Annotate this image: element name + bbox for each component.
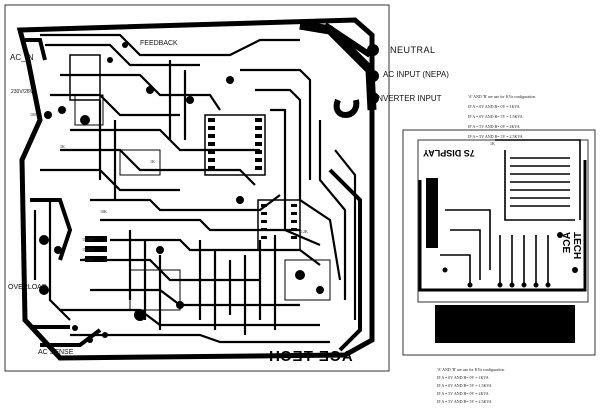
main-board-outline: [4, 4, 390, 372]
ac-input-pad: [367, 70, 379, 82]
ic-footprint-main: [204, 114, 266, 176]
copper-traces: [33, 33, 357, 344]
config-notes-bottom: 'A' AND 'B' are use for KVa configuratio…: [437, 368, 504, 408]
feedback-label: FEEDBACK: [140, 40, 178, 47]
config-note: 'A' AND 'B' are use for KVa configuratio…: [437, 367, 505, 372]
config-note: IF A = 5V AND B= 0V = 2KVA: [437, 391, 489, 396]
neutral-pad: [367, 44, 379, 56]
ac-in-label: AC_IN: [10, 53, 34, 62]
display-ace-tech-brand: ACE TECH: [562, 232, 584, 260]
resistor-label: 1K: [150, 159, 155, 164]
diode-label: 1N4007: [82, 247, 95, 252]
resistor-label: 1K: [490, 141, 495, 146]
config-note: IF A = 5V AND B= 0V = 2KVA: [468, 124, 520, 129]
inverter-input-label: INVERTER INPUT: [375, 94, 442, 103]
ace-tech-brand: ACE TECH: [268, 348, 353, 365]
overload-label: OVERLOAD: [8, 284, 47, 291]
inverter-input-pad: [367, 92, 379, 104]
resistor-label: 100: [30, 112, 36, 117]
display-window-block: [435, 305, 575, 343]
ac-input-label: AC INPUT (NEPA): [383, 70, 449, 79]
config-note: 'A' AND 'B' are use for KVa configuratio…: [468, 94, 536, 99]
display-title: 7S DISPLAY: [423, 148, 475, 158]
config-note: IF A = 5V AND B= 5V = 2.5KVA: [437, 399, 492, 404]
neutral-label: NEUTRAL: [390, 45, 436, 55]
resistor-label: 2.2K: [300, 229, 308, 234]
config-note: IF A = 0V AND B= 0V = 1KVA: [437, 375, 489, 380]
config-note: IF A = 5V AND B= 5V = 2.5KVA: [468, 134, 523, 139]
ground-ring-trace: [16, 17, 375, 361]
config-note: IF A = 0V AND B= 0V = 1KVA: [468, 104, 520, 109]
transformer-rating-label: 230V/28V: [11, 89, 33, 95]
config-note: IF A = 0V AND B= 5V = 1.5KVA: [437, 383, 492, 388]
ac-sense-label: AC SENSE: [38, 349, 74, 356]
config-note: IF A = 0V AND B= 5V = 1.5KVA: [468, 114, 523, 119]
display-board-outline: [402, 129, 596, 356]
diode-label: 1N4007: [82, 257, 95, 262]
resistor-label: 10K: [100, 209, 107, 214]
resistor-label: 1K: [60, 144, 65, 149]
ic-footprint-secondary: [257, 199, 301, 251]
config-notes-top: 'A' AND 'B' are use for KVa configuratio…: [468, 95, 535, 145]
diode-label: 1N4007: [82, 237, 95, 242]
